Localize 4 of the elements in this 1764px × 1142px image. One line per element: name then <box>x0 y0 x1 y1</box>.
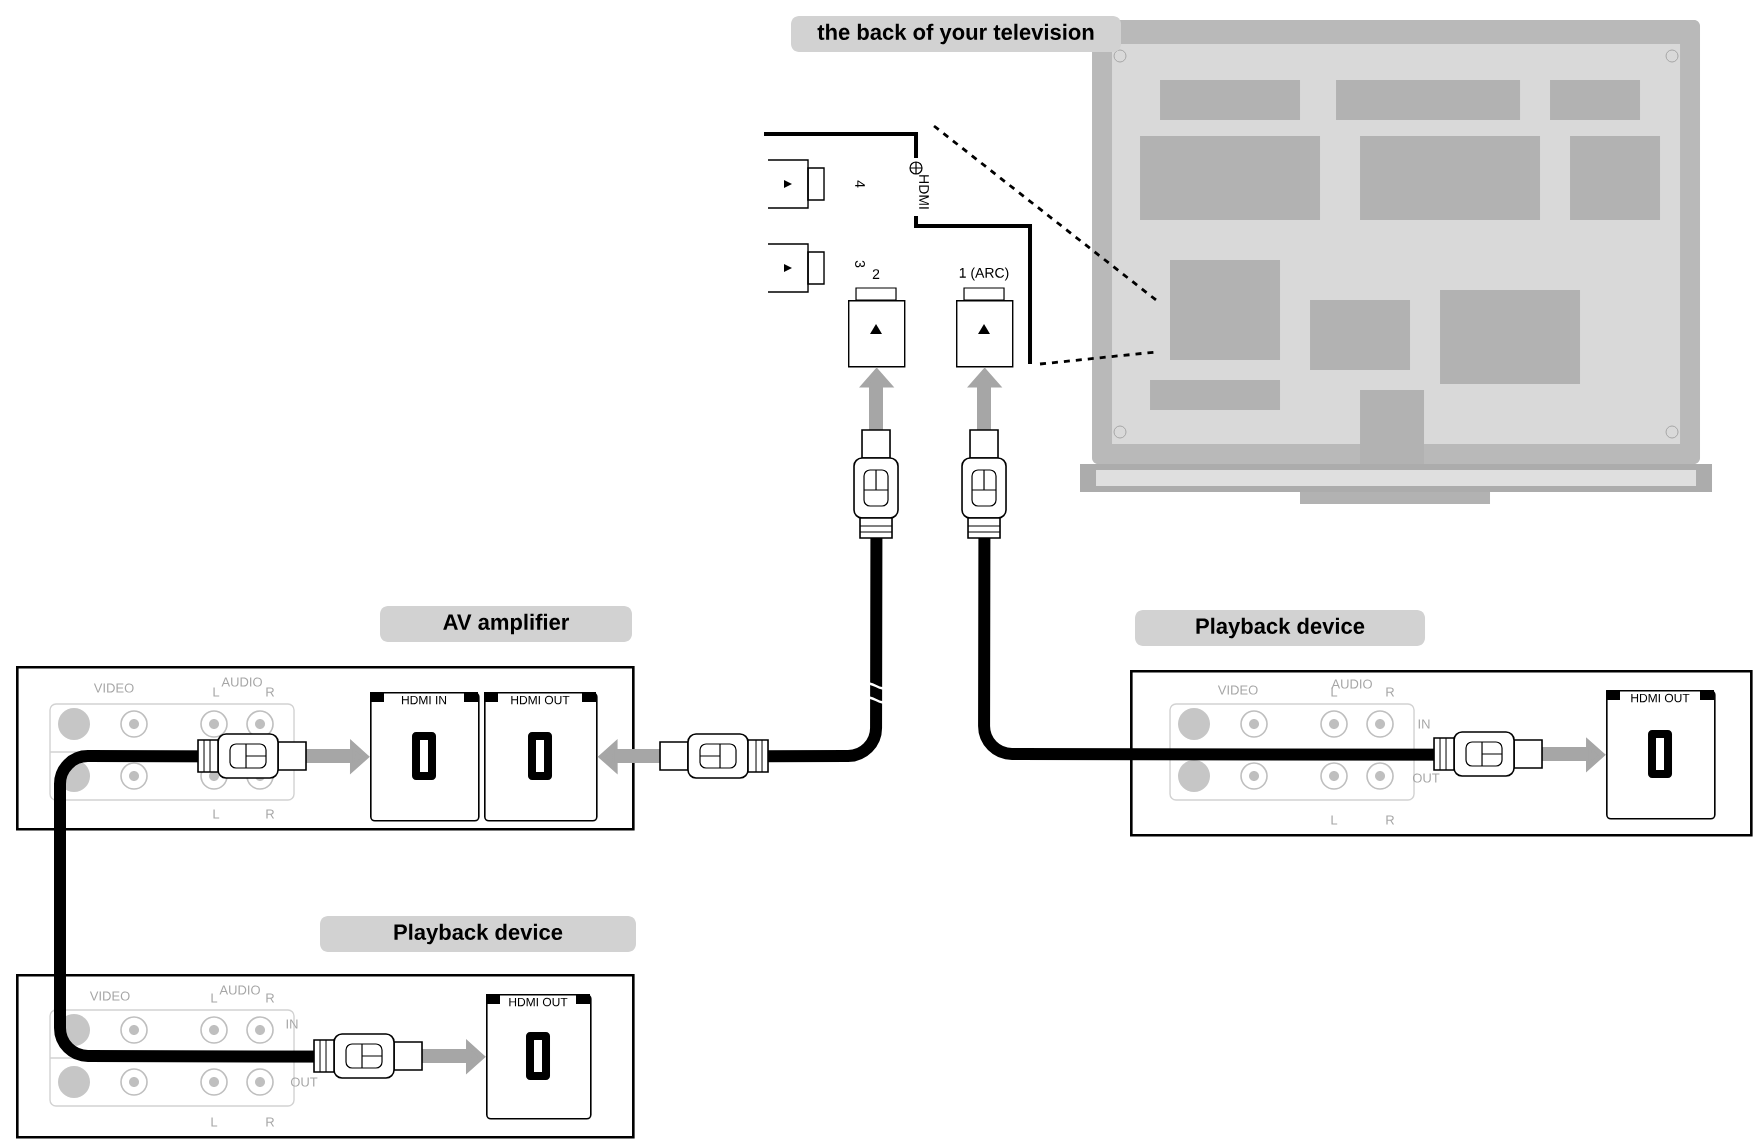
heading-tab: Playback device <box>1135 610 1425 646</box>
heading-tab: the back of your television <box>791 16 1121 52</box>
heading-tab: Playback device <box>320 916 636 952</box>
heading-tab: AV amplifier <box>380 606 632 642</box>
